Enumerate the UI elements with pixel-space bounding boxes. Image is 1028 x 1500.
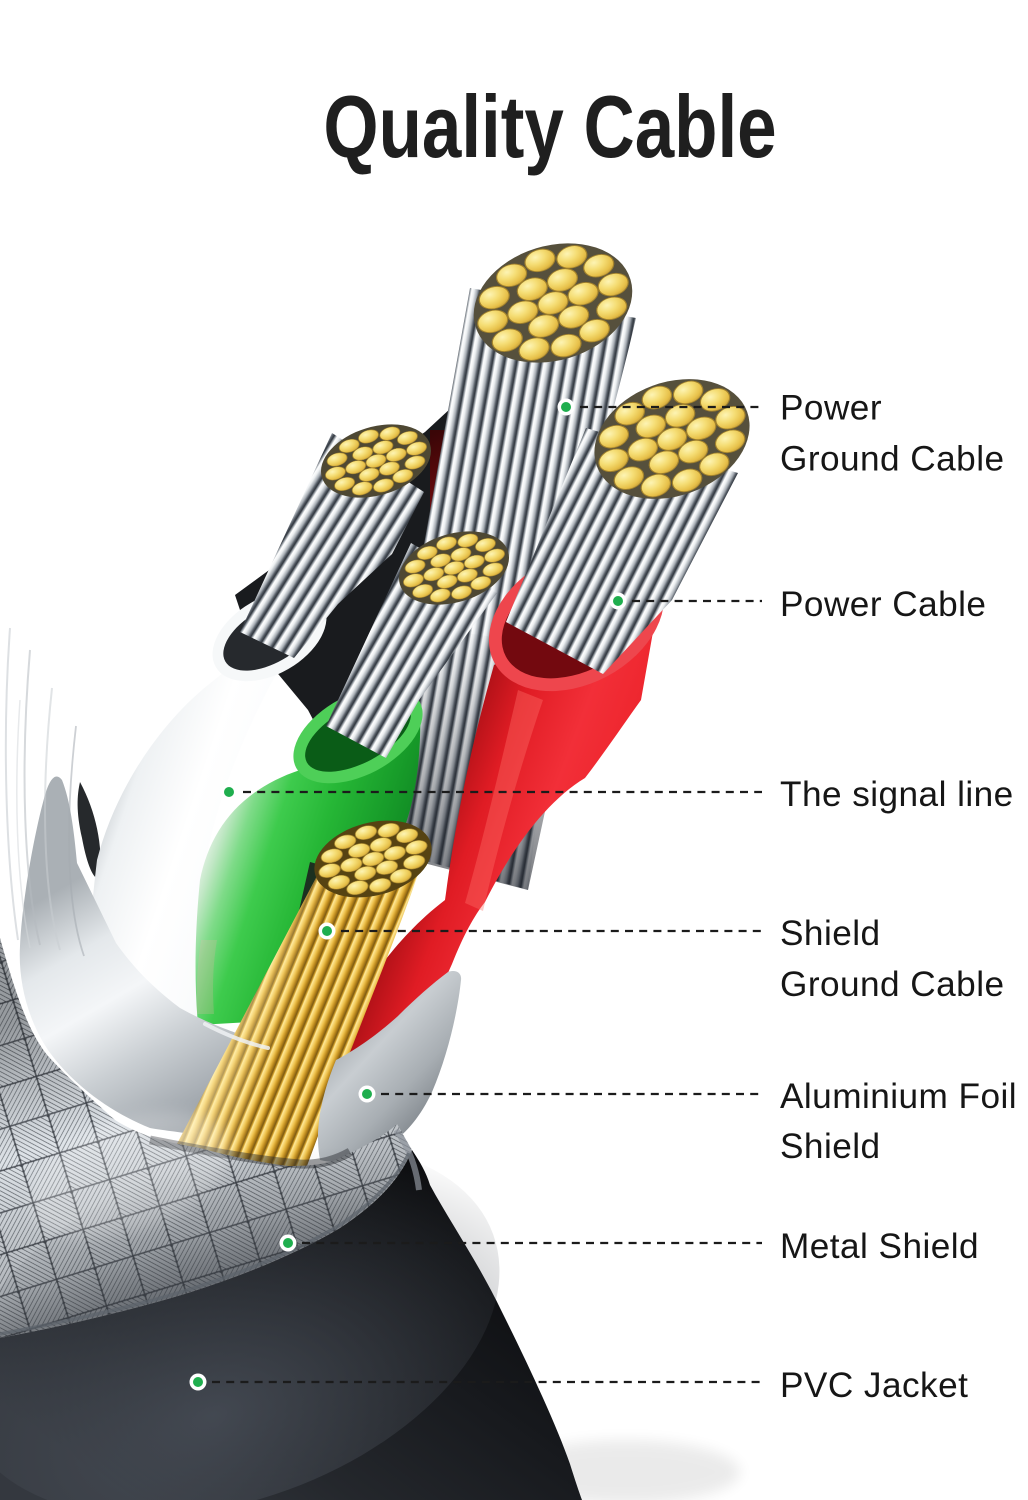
- svg-text:Ground Cable: Ground Cable: [780, 965, 1004, 1004]
- svg-text:The signal line: The signal line: [780, 775, 1014, 814]
- svg-text:Aluminium Foil: Aluminium Foil: [780, 1077, 1017, 1116]
- svg-text:PVC Jacket: PVC Jacket: [780, 1366, 968, 1405]
- svg-text:Metal Shield: Metal Shield: [780, 1227, 979, 1266]
- svg-text:Power Cable: Power Cable: [780, 585, 986, 624]
- svg-text:Shield: Shield: [780, 1127, 881, 1166]
- svg-text:Shield: Shield: [780, 914, 881, 953]
- svg-text:Ground Cable: Ground Cable: [780, 440, 1004, 479]
- svg-text:Quality Cable: Quality Cable: [323, 78, 776, 176]
- svg-text:Power: Power: [780, 389, 882, 428]
